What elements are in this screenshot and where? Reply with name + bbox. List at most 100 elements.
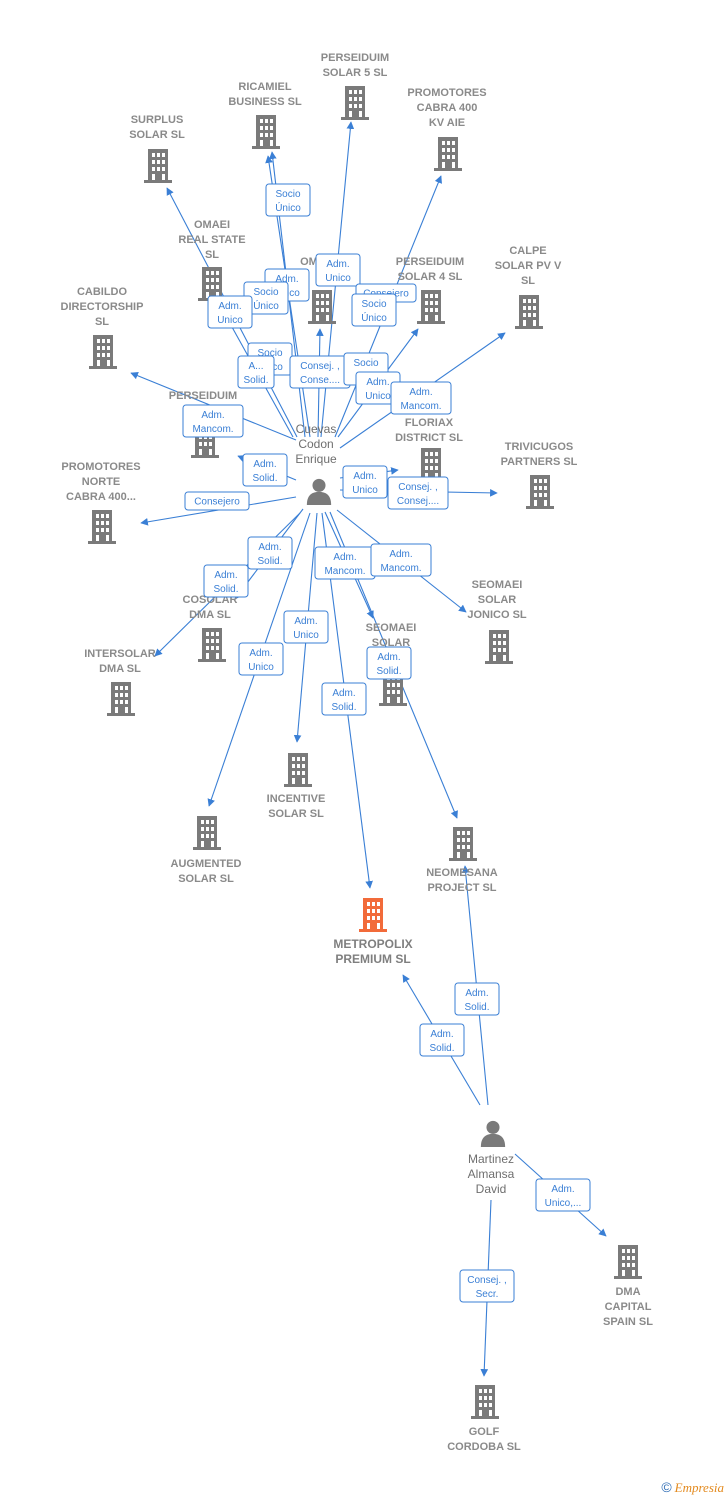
- role-label-r21[interactable]: Adm.Mancom.: [314, 546, 376, 580]
- role-label-r28[interactable]: Adm.Solid.: [419, 1023, 465, 1057]
- company-node-oma[interactable]: OM: [300, 256, 336, 324]
- role-label-text: Adm.: [389, 549, 412, 560]
- role-label-text: Adm.: [409, 387, 432, 398]
- role-label-r15[interactable]: Adm.Solid.: [242, 453, 288, 487]
- role-label-text: Consej....: [397, 496, 439, 507]
- node-label-line: SEOMAEI: [366, 622, 417, 634]
- building-icon: [434, 137, 462, 171]
- role-label-r14[interactable]: Adm.Mancom.: [182, 404, 244, 438]
- role-label-text: Secr.: [476, 1289, 499, 1300]
- node-label-line: NEOMESANA: [426, 867, 498, 879]
- role-label-text: Mancom.: [380, 563, 421, 574]
- person-icon: [306, 478, 332, 505]
- role-label-r20[interactable]: Adm.Solid.: [203, 564, 249, 598]
- role-label-text: Unico: [248, 662, 274, 673]
- role-label-r23[interactable]: Adm.Unico: [283, 610, 329, 644]
- role-label-r3[interactable]: Adm.Unico: [315, 253, 361, 287]
- role-label-text: Adm.: [294, 616, 317, 627]
- person-icon: [480, 1120, 506, 1147]
- role-label-r17[interactable]: Consej. , Consej....: [387, 476, 449, 510]
- role-label-text: Conse....: [300, 375, 340, 386]
- role-label-r10[interactable]: Consej. ,Conse....: [289, 355, 351, 389]
- node-label-line: CAPITAL: [605, 1301, 652, 1313]
- role-label-box: [419, 1023, 465, 1057]
- node-label-line: REAL STATE: [178, 234, 245, 246]
- role-label-text: Adm.: [332, 688, 355, 699]
- building-icon: [515, 295, 543, 329]
- building-icon: [341, 86, 369, 120]
- role-label-box: [265, 183, 311, 217]
- role-label-text: Adm.: [258, 542, 281, 553]
- building-icon: [359, 898, 387, 932]
- role-label-box: [237, 355, 275, 389]
- role-label-r27[interactable]: Adm.Solid.: [454, 982, 500, 1016]
- node-label-line: SOLAR SL: [129, 129, 185, 141]
- node-label-line: DMA SL: [99, 663, 141, 675]
- role-label-box: [184, 491, 250, 511]
- node-label-line: SOLAR SL: [268, 808, 324, 820]
- company-node-incentive[interactable]: INCENTIVE SOLAR SL: [267, 753, 326, 820]
- role-label-text: Consej. ,: [398, 482, 437, 493]
- role-label-r9[interactable]: A... Solid.: [237, 355, 275, 389]
- node-label-line: JONICO SL: [467, 609, 527, 621]
- role-label-text: Unico: [217, 315, 243, 326]
- node-label-line: CABRA 400: [417, 102, 478, 114]
- role-label-box: [242, 453, 288, 487]
- role-label-text: Adm.: [275, 274, 298, 285]
- role-label-text: Adm.: [326, 259, 349, 270]
- roles-layer: SocioÚnicoAdm.UnicoAdm.UnicoSocioÚnicoAd…: [182, 183, 591, 1303]
- role-label-r13[interactable]: Adm.Mancom.: [390, 381, 452, 415]
- role-label-r26[interactable]: Adm.Solid.: [366, 646, 412, 680]
- role-label-text: Solid.: [243, 375, 268, 386]
- role-label-r25[interactable]: Adm.Solid.: [321, 682, 367, 716]
- node-label-line: PROMOTORES: [407, 87, 486, 99]
- role-label-text: A...: [248, 361, 263, 372]
- role-label-text: Mancom.: [324, 566, 365, 577]
- role-label-r22[interactable]: Adm. Mancom.: [370, 543, 432, 577]
- role-label-text: Consejero: [194, 497, 240, 508]
- role-label-r5[interactable]: Adm.Unico: [207, 295, 253, 329]
- role-label-r24[interactable]: Adm.Unico: [238, 642, 284, 676]
- role-label-r19[interactable]: Adm.Solid.: [247, 536, 293, 570]
- role-label-text: Adm.: [214, 570, 237, 581]
- brand-logo: Empresia: [674, 1480, 724, 1495]
- node-label-line: SEOMAEI: [472, 579, 523, 591]
- node-label-line: PROMOTORES: [61, 461, 140, 473]
- building-icon: [526, 475, 554, 509]
- role-label-text: Solid.: [429, 1043, 454, 1054]
- role-label-text: Socio: [361, 299, 386, 310]
- footer-brand[interactable]: ©Empresia: [661, 1479, 724, 1496]
- node-label-line: INCENTIVE: [267, 793, 326, 805]
- role-label-r30[interactable]: Consej. ,Secr.: [459, 1269, 515, 1303]
- role-label-r18[interactable]: Consejero: [184, 491, 250, 511]
- node-label-line: SPAIN SL: [603, 1316, 653, 1328]
- node-label-line: DISTRICT SL: [395, 432, 463, 444]
- role-label-r16[interactable]: Adm.Unico: [342, 465, 388, 499]
- role-label-r29[interactable]: Adm.Unico,...: [535, 1178, 591, 1212]
- node-label-line: TRIVICUGOS: [505, 441, 573, 453]
